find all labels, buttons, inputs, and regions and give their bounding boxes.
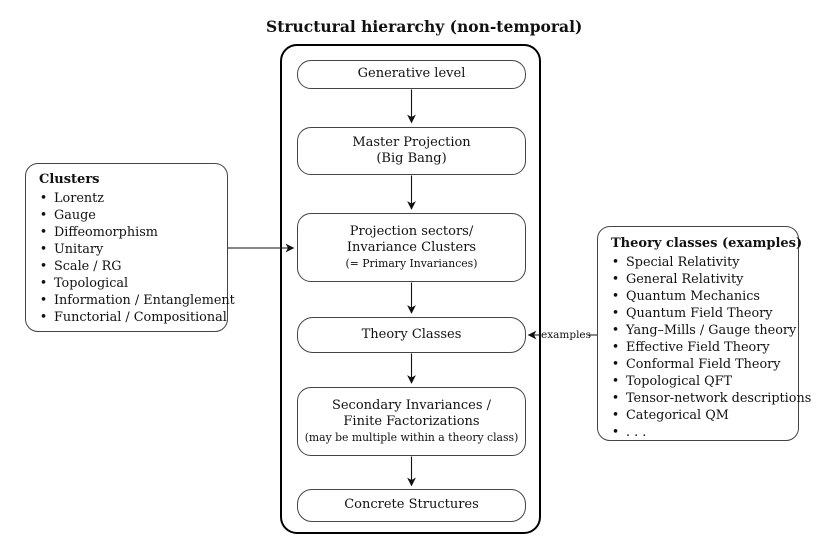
list-item-label: Special Relativity xyxy=(626,255,740,270)
list-item: • Unitary xyxy=(39,241,219,258)
bullet-icon: • xyxy=(611,374,620,389)
list-item-label: Topological xyxy=(54,276,129,291)
list-item: • . . . xyxy=(611,424,792,441)
bullet-icon: • xyxy=(611,425,620,440)
node-concrete-structures: Concrete Structures xyxy=(297,489,526,522)
list-item: • Tensor-network descriptions xyxy=(611,390,812,407)
bullet-icon: • xyxy=(39,310,48,325)
list-item-label: Information / Entanglement xyxy=(54,293,235,308)
list-item: • Topological xyxy=(39,275,219,292)
node-projection-sectors-line2: Invariance Clusters xyxy=(346,240,477,256)
list-item-label: . . . xyxy=(626,425,647,440)
bullet-icon: • xyxy=(39,191,48,206)
list-item-label: Gauge xyxy=(54,208,96,223)
node-generative-level: Generative level xyxy=(297,60,526,89)
node-secondary-invariances-line2: Finite Factorizations xyxy=(343,414,480,430)
list-item-label: Functorial / Compositional xyxy=(54,310,227,325)
list-item-label: Topological QFT xyxy=(626,374,733,389)
bullet-icon: • xyxy=(611,255,620,270)
list-item-label: Tensor-network descriptions xyxy=(626,391,812,406)
theory-classes-list: •Special Relativity •General Relativity … xyxy=(611,254,812,441)
bullet-icon: • xyxy=(611,289,620,304)
bullet-icon: • xyxy=(611,323,620,338)
list-item-label: Diffeomorphism xyxy=(54,225,158,240)
bullet-icon: • xyxy=(611,272,620,287)
node-concrete-structures-text: Concrete Structures xyxy=(344,497,479,513)
list-item: • Conformal Field Theory xyxy=(611,356,792,373)
list-item: • Quantum Field Theory xyxy=(611,305,792,322)
bullet-icon: • xyxy=(611,340,620,355)
node-theory-classes-text: Theory Classes xyxy=(361,326,462,342)
list-item: • Functorial / Compositional xyxy=(39,309,227,326)
bullet-icon: • xyxy=(39,242,48,257)
list-item-label: Conformal Field Theory xyxy=(626,357,781,372)
list-item: • Categorical QM xyxy=(611,407,792,424)
node-projection-sectors: Projection sectors/ Invariance Clusters … xyxy=(297,213,526,282)
list-item: • General Relativity xyxy=(611,271,792,288)
node-projection-sectors-line1: Projection sectors/ xyxy=(349,223,474,239)
list-item: • Information / Entanglement xyxy=(39,292,235,309)
bullet-icon: • xyxy=(39,276,48,291)
node-theory-classes: Theory Classes xyxy=(297,317,526,353)
theory-classes-examples-box: Theory classes (examples) • Special Relat… xyxy=(597,226,812,441)
node-generative-level-text: Generative level xyxy=(357,66,466,82)
bullet-icon: • xyxy=(611,391,620,406)
list-item-label: General Relativity xyxy=(626,272,744,287)
node-master-projection-line2: (Big Bang) xyxy=(376,151,447,166)
list-item: • Effective Field Theory xyxy=(611,339,792,356)
bullet-icon: • xyxy=(39,208,48,223)
theory-classes-examples-header: Theory classes (examples) xyxy=(611,236,803,251)
list-item-label: Effective Field Theory xyxy=(626,340,770,355)
clusters-box-header: Clusters xyxy=(39,172,100,187)
list-item: • Diffeomorphism xyxy=(39,224,219,241)
list-item: • Special Relativity xyxy=(611,254,792,271)
list-item-label: Categorical QM xyxy=(626,408,729,423)
bullet-icon: • xyxy=(611,408,620,423)
node-secondary-invariances-line1: Secondary Invariances / xyxy=(331,397,492,413)
list-item: • Gauge xyxy=(39,207,219,224)
list-item-label: Scale / RG xyxy=(54,259,122,274)
list-item: • Topological QFT xyxy=(611,373,792,390)
list-item: • Yang–Mills / Gauge theory xyxy=(611,322,797,339)
diagram-title: Structural hierarchy (non-temporal) xyxy=(266,17,583,36)
clusters-list: • Lorentz • Gauge • Diffeomorphism • Unitary… xyxy=(39,190,235,326)
list-item-label: Quantum Mechanics xyxy=(626,289,760,304)
node-secondary-invariances-line3: (may be multiple within a theory class) xyxy=(304,430,519,444)
node-master-projection-line1: Master Projection xyxy=(352,134,471,150)
bullet-icon: • xyxy=(39,293,48,308)
examples-label: examples xyxy=(541,329,592,342)
clusters-box: Clusters • Lorentz • Gauge • Diffeomorphism… xyxy=(25,163,235,332)
node-master-projection: Master Projection (Big Bang) xyxy=(297,127,526,175)
list-item-label: Quantum Field Theory xyxy=(626,306,773,321)
bullet-icon: • xyxy=(39,259,48,274)
bullet-icon: • xyxy=(611,357,620,372)
hierarchy-container-frame xyxy=(280,44,541,534)
list-item-label: Unitary xyxy=(54,242,104,257)
node-secondary-invariances: Secondary Invariances / Finite Factoriza… xyxy=(297,387,526,456)
bullet-icon: • xyxy=(611,306,620,321)
node-projection-sectors-line3: (= Primary Invariances) xyxy=(345,256,478,270)
bullet-icon: • xyxy=(39,225,48,240)
list-item: • Quantum Mechanics xyxy=(611,288,792,305)
list-item-label: Yang–Mills / Gauge theory xyxy=(626,323,797,338)
list-item: • Scale / RG xyxy=(39,258,219,275)
list-item: • Lorentz xyxy=(39,190,219,207)
list-item-label: Lorentz xyxy=(54,191,105,206)
